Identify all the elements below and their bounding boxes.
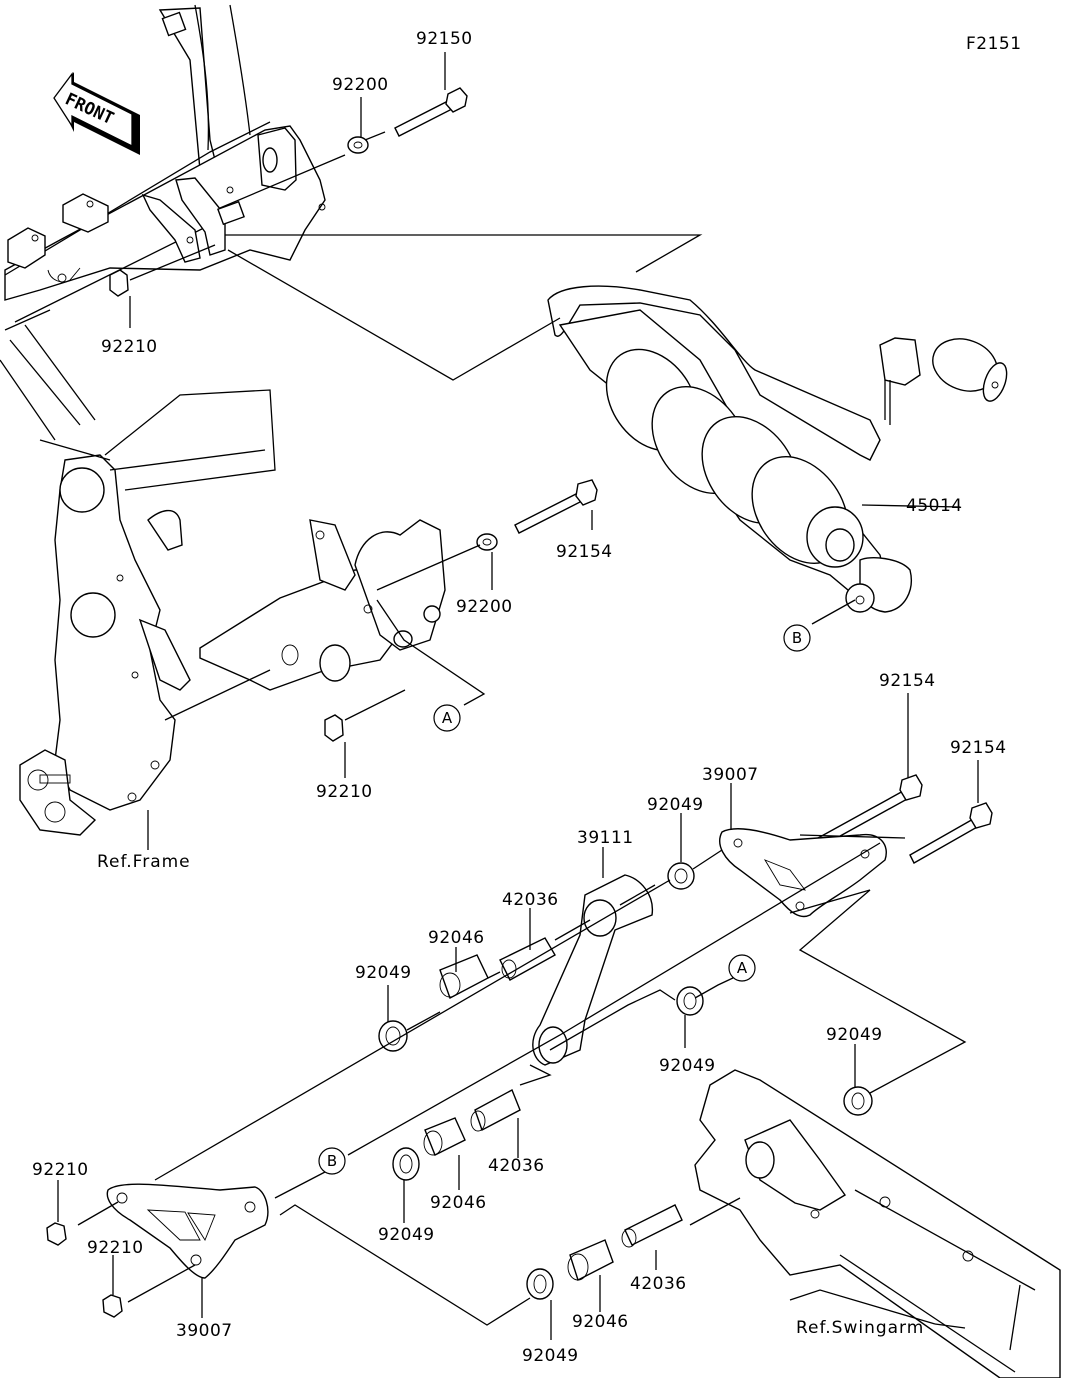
connector-mark-a-lower: A [728,954,756,982]
part-label[interactable]: 92049 [659,1056,716,1076]
washer-92200-mid [476,533,498,551]
part-label[interactable]: 42036 [630,1274,687,1294]
part-label[interactable]: 92210 [87,1238,144,1258]
part-label[interactable]: 92154 [950,738,1007,758]
leader-lines [57,52,979,1340]
part-label[interactable]: 92210 [316,782,373,802]
figure-id: F2151 [966,34,1022,54]
ref-frame-label: Ref.Frame [97,852,191,872]
sleeve-42036-lower [624,1204,683,1246]
nut-92210-lower2 [102,1294,123,1318]
part-label[interactable]: 42036 [488,1156,545,1176]
front-direction-arrow: FRONT [53,72,140,155]
part-label[interactable]: 92210 [32,1160,89,1180]
bearing-92046-mid [424,1117,466,1156]
frame-drawing [0,4,326,441]
nut-92210-mid [324,714,344,742]
part-label[interactable]: 42036 [502,890,559,910]
bolt-92150 [394,87,468,137]
seal-92049-upper [667,862,695,890]
part-label[interactable]: 92154 [879,671,936,691]
part-label[interactable]: 92049 [647,795,704,815]
bearing-92046-upper [439,954,489,999]
rod-39007-upper [719,828,887,918]
part-label[interactable]: 39007 [702,765,759,785]
swingarm-drawing [694,1069,1061,1378]
svg-text:A: A [442,709,453,727]
part-label[interactable]: 92046 [572,1312,629,1332]
connector-mark-b-lower: B [318,1147,346,1175]
part-label[interactable]: 92049 [826,1025,883,1045]
seal-92049-arm [676,986,704,1016]
part-label[interactable]: 92049 [378,1225,435,1245]
connector-mark-a-upper: A [433,704,461,732]
nut-92210-top [109,269,129,297]
seal-92049-swingarm [843,1086,873,1116]
part-label[interactable]: 92154 [556,542,613,562]
bolt-92154-shock [514,479,598,534]
part-label[interactable]: 92200 [456,597,513,617]
seal-92049-left [378,1020,408,1052]
svg-text:B: B [327,1152,337,1170]
part-label[interactable]: 92210 [101,337,158,357]
part-label[interactable]: 92046 [430,1193,487,1213]
seal-92049-lower [526,1268,554,1300]
part-label[interactable]: 92046 [428,928,485,948]
nut-92210-lower1 [46,1222,67,1246]
rocker-arm-39111 [532,874,654,1066]
shock-absorber-drawing [547,285,1008,613]
frame-drawing-lower [19,389,446,836]
part-label[interactable]: 92200 [332,75,389,95]
washer-92200-top [347,136,369,154]
sleeve-42036-mid [474,1089,521,1131]
part-label[interactable]: 92049 [522,1346,579,1366]
part-label[interactable]: 39007 [176,1321,233,1341]
bolt-92154-upper [817,774,923,847]
part-label[interactable]: 92049 [355,963,412,983]
rod-39007-lower [106,1183,269,1279]
connector-mark-b-upper: B [783,624,811,652]
part-label[interactable]: 92150 [416,29,473,49]
seal-92049-mid [392,1147,420,1181]
bearing-92046-lower [569,1239,614,1282]
bolt-92154-right [909,802,993,864]
svg-text:A: A [737,959,748,977]
svg-text:B: B [792,629,802,647]
part-label[interactable]: 45014 [906,496,963,516]
part-label[interactable]: 39111 [577,828,634,848]
ref-swingarm-label: Ref.Swingarm [796,1318,924,1338]
